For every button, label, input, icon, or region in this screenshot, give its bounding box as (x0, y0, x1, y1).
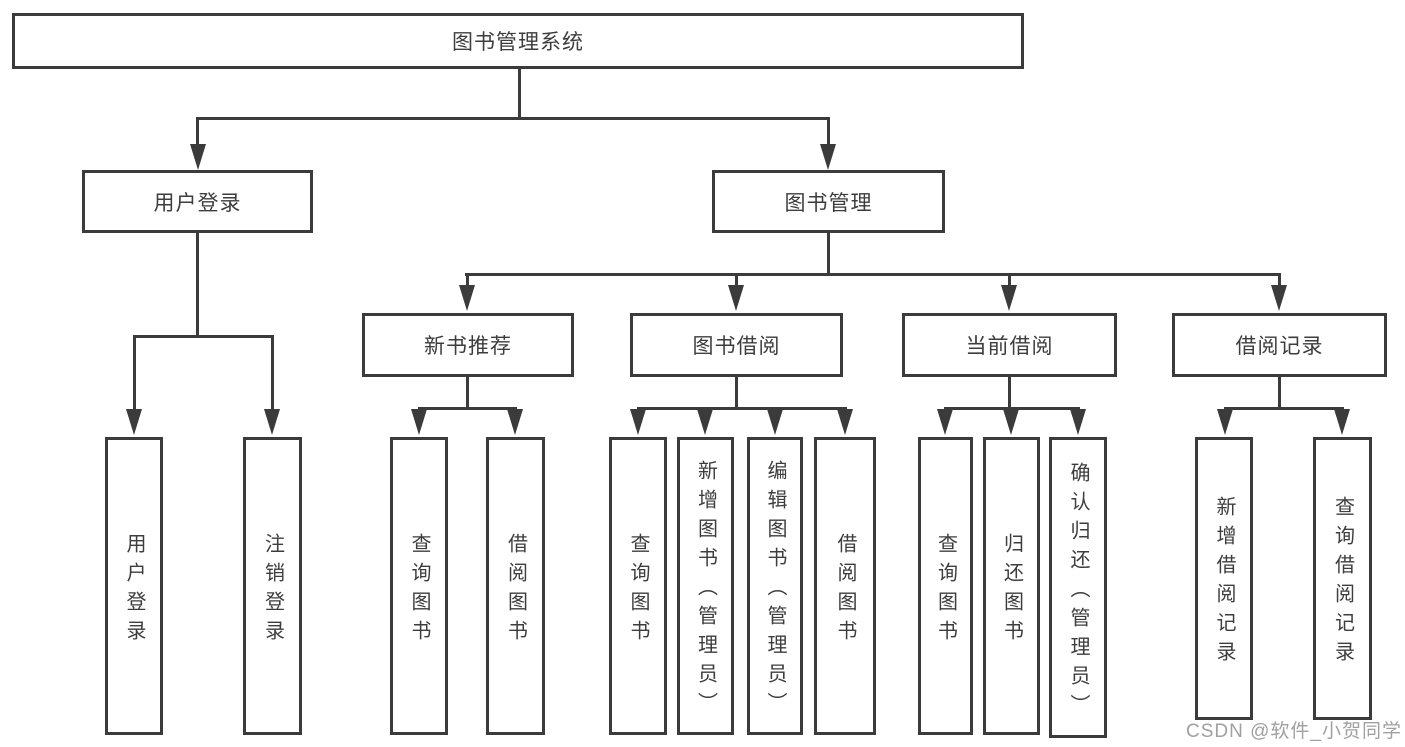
connector-book-borrow-stem (735, 377, 738, 407)
leaf-query-books-current: 查询图书 (918, 437, 973, 735)
leaf-query-borrow-record: 查询借阅记录 (1313, 437, 1372, 720)
arrowhead-borrow-record (1271, 285, 1287, 311)
leaf-add-book-admin: 新增图书（管理员） (677, 437, 734, 735)
connector-drop-leaf-logout (271, 335, 274, 411)
leaf-add-borrow-record: 新增借阅记录 (1195, 437, 1253, 720)
node-book-management: 图书管理 (712, 170, 945, 233)
leaf-add-book-admin-label: 新增图书（管理员） (694, 460, 717, 721)
arrowhead-leaf-borrow-2 (837, 409, 853, 435)
node-book-borrow-label: 图书借阅 (692, 335, 781, 358)
leaf-user-login-label: 用户登录 (123, 532, 145, 649)
leaf-borrow-books: 借阅图书 (814, 437, 876, 735)
node-current-borrow: 当前借阅 (902, 313, 1117, 377)
leaf-query-books-borrow: 查询图书 (609, 437, 667, 735)
arrowhead-leaf-logout (264, 409, 280, 435)
leaf-query-books-recommend-label: 查询图书 (408, 532, 430, 649)
connector-borrow-record-stem (1278, 377, 1281, 407)
leaf-return-book: 归还图书 (983, 437, 1040, 735)
arrowhead-leaf-query-2 (630, 409, 646, 435)
connector-user-login-branch (133, 335, 274, 338)
connector-borrow-record-branch (1224, 407, 1344, 410)
node-book-management-label: 图书管理 (784, 191, 873, 215)
connector-root-stem (518, 69, 521, 117)
arrowhead-leaf-login (126, 409, 142, 435)
arrowhead-user-login (190, 144, 206, 170)
arrowhead-leaf-edit-book (767, 409, 783, 435)
node-new-book-recommend: 新书推荐 (362, 313, 574, 377)
leaf-return-book-label: 归还图书 (1000, 532, 1023, 649)
node-user-login-label: 用户登录 (153, 191, 242, 215)
connector-book-mgmt-stem (827, 233, 830, 273)
connector-drop-user-login (196, 117, 199, 146)
arrowhead-leaf-borrow-1 (507, 409, 523, 435)
arrowhead-new-book (459, 285, 475, 311)
connector-new-book-branch (418, 407, 517, 410)
connector-book-borrow-branch (637, 407, 847, 410)
arrowhead-leaf-return-book (1003, 409, 1019, 435)
connector-drop-new-book (466, 273, 469, 287)
arrowhead-book-borrow (728, 285, 744, 311)
connector-root-branch (196, 117, 830, 120)
node-borrow-record-label: 借阅记录 (1235, 335, 1324, 358)
node-borrow-record: 借阅记录 (1172, 313, 1387, 377)
connector-drop-book-mgmt (827, 117, 830, 146)
connector-drop-book-borrow (735, 273, 738, 287)
connector-new-book-stem (466, 377, 469, 407)
node-root-label: 图书管理系统 (452, 31, 584, 54)
arrowhead-leaf-query-1 (411, 409, 427, 435)
arrowhead-leaf-query-3 (937, 409, 953, 435)
leaf-query-borrow-record-label: 查询借阅记录 (1331, 496, 1354, 670)
node-current-borrow-label: 当前借阅 (965, 335, 1054, 358)
arrowhead-leaf-add-book (697, 409, 713, 435)
arrowhead-book-mgmt (820, 144, 836, 170)
leaf-borrow-books-recommend: 借阅图书 (486, 437, 545, 735)
leaf-borrow-books-label: 借阅图书 (834, 532, 856, 649)
leaf-confirm-return-admin: 确认归还（管理员） (1049, 437, 1107, 738)
arrowhead-leaf-confirm-return (1070, 409, 1086, 435)
connector-user-login-stem (196, 233, 199, 335)
leaf-user-login: 用户登录 (105, 437, 163, 735)
leaf-add-borrow-record-label: 新增借阅记录 (1213, 496, 1235, 670)
csdn-watermark: CSDN @软件_小贺同学 (1186, 721, 1402, 742)
leaf-query-books-recommend: 查询图书 (390, 437, 448, 735)
leaf-borrow-books-recommend-label: 借阅图书 (504, 532, 527, 649)
leaf-logout: 注销登录 (243, 437, 302, 735)
leaf-logout-label: 注销登录 (261, 532, 284, 649)
leaf-edit-book-admin: 编辑图书（管理员） (747, 437, 803, 735)
arrowhead-current-borrow (1001, 285, 1017, 311)
connector-current-borrow-stem (1008, 377, 1011, 407)
connector-book-mgmt-branch (465, 273, 1281, 276)
connector-drop-current-borrow (1008, 273, 1011, 287)
leaf-query-books-borrow-label: 查询图书 (627, 532, 649, 649)
node-new-book-recommend-label: 新书推荐 (424, 335, 512, 358)
connector-current-borrow-branch (944, 407, 1080, 410)
connector-drop-borrow-record (1278, 273, 1281, 287)
node-root: 图书管理系统 (12, 13, 1024, 69)
node-book-borrow: 图书借阅 (630, 313, 843, 377)
arrowhead-leaf-query-record (1334, 409, 1350, 435)
connector-drop-leaf-login (133, 335, 136, 411)
arrowhead-leaf-add-record (1217, 409, 1233, 435)
leaf-query-books-current-label: 查询图书 (934, 532, 957, 649)
node-user-login: 用户登录 (82, 170, 313, 233)
leaf-confirm-return-admin-label: 确认归还（管理员） (1067, 461, 1089, 723)
leaf-edit-book-admin-label: 编辑图书（管理员） (764, 460, 786, 721)
